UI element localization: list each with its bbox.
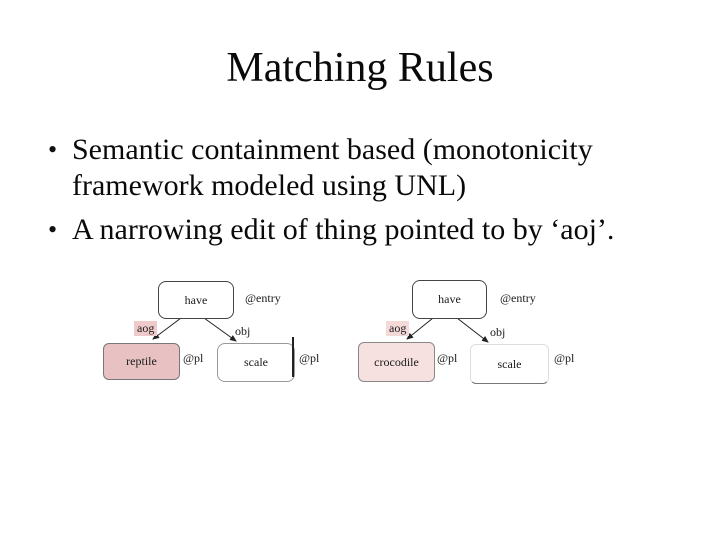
edge-label-aog: aog [386, 321, 410, 336]
graph-arrows [406, 317, 489, 343]
scale-right-divider [292, 337, 294, 377]
obj-edge-arrow [203, 317, 237, 342]
bullet-line: A narrowing edit of thing pointed to by … [72, 213, 615, 246]
slide-title: Matching Rules [226, 45, 494, 91]
bullet-item: • A narrowing edit of thing pointed to b… [48, 212, 668, 248]
bullet-marker: • [48, 135, 58, 164]
unl-graph-crocodile: have @entry aog obj crocodile @pl scale … [355, 270, 590, 394]
bullet-text: A narrowing edit of thing pointed to by … [72, 212, 614, 248]
bullet-item: • Semantic containment based (monotonici… [48, 132, 668, 204]
bullet-text: Semantic containment based (monotonicity… [72, 132, 593, 204]
pl-attr-label: @pl [554, 351, 575, 365]
aog-edge-arrow [406, 317, 434, 340]
node-reptile: reptile [103, 343, 180, 380]
node-label: crocodile [374, 354, 419, 369]
obj-edge-arrow [456, 317, 489, 343]
node-label: reptile [126, 354, 157, 368]
edge-label-obj: obj [490, 325, 506, 339]
node-label: have [184, 292, 208, 307]
node-crocodile: crocodile [358, 342, 435, 382]
bullet-line: Semantic containment based (monotonicity [72, 133, 593, 166]
node-label: scale [497, 356, 522, 371]
node-label: scale [244, 355, 268, 369]
aog-edge-arrow [152, 317, 182, 340]
pl-attr-label: @pl [299, 351, 320, 365]
node-have: have [412, 280, 487, 319]
node-have: have [158, 281, 234, 319]
bullet-line: framework modeled using UNL) [72, 169, 467, 202]
edge-label-aog: aog [134, 321, 158, 336]
bullet-marker: • [48, 215, 58, 244]
bullet-list: • Semantic containment based (monotonici… [48, 132, 668, 256]
pl-attr-label: @pl [183, 351, 204, 365]
pl-attr-label: @pl [437, 351, 458, 365]
entry-attr-label: @entry [245, 291, 281, 305]
graph-arrows [152, 317, 237, 342]
entry-attr-label: @entry [500, 291, 536, 305]
node-scale: scale [217, 343, 295, 382]
edge-label-obj: obj [235, 324, 251, 338]
unl-graph-reptile: have @entry aog obj reptile @pl scale @p… [100, 271, 335, 393]
node-label: have [438, 292, 461, 306]
node-scale: scale [470, 344, 549, 384]
